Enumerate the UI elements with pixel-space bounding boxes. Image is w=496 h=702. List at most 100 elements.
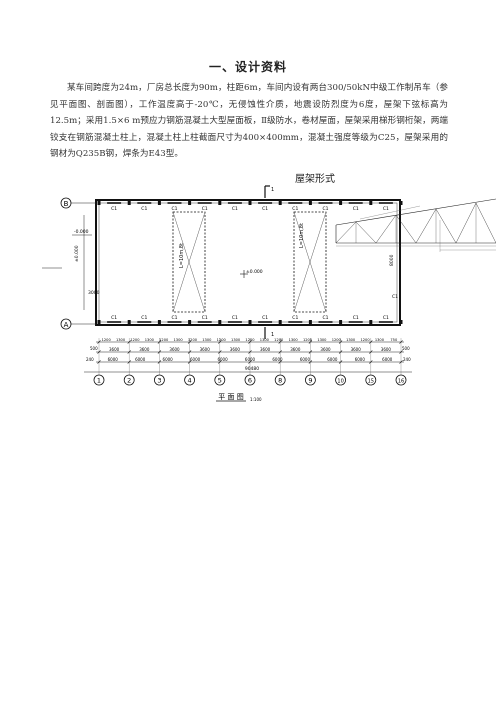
window-c1-label: C1 (111, 206, 117, 212)
dim-3600: 3600 (320, 347, 331, 352)
axis-bubble (93, 374, 105, 386)
dim-end-right: 500 (402, 346, 410, 351)
window-c1-label: C1 (383, 206, 389, 212)
dim-3600: 3600 (260, 347, 271, 352)
dim-top: 1300 (317, 338, 327, 342)
dim-top: 1300 (346, 338, 356, 342)
dim-top: 1300 (260, 338, 270, 342)
dim-6000: 6000 (327, 357, 338, 362)
section-title: 一、设计资料 (208, 60, 287, 74)
column-top (218, 201, 222, 205)
dim-3600: 3600 (290, 347, 301, 352)
dim-6000: 6000 (190, 357, 201, 362)
column-top (188, 201, 192, 205)
dim-top: 1300 (289, 338, 299, 342)
window-c1-label: C1 (232, 206, 238, 212)
dim-top: 1200 (332, 338, 342, 342)
axis-label-a: A (64, 321, 69, 329)
axis-bubble-label: 1 (97, 377, 101, 385)
dim-6000: 6000 (245, 357, 256, 362)
window-c1-label: C1 (292, 315, 298, 321)
dim-6000: 6000 (300, 357, 311, 362)
dim-top: 1300 (231, 338, 241, 342)
axis-bubble (365, 374, 377, 386)
axis-bubble-label: 8 (278, 377, 282, 385)
window-c1-label: C1 (262, 315, 268, 321)
dimension-ticks (97, 338, 403, 364)
brace-bay-1-label: L=10m,8t (179, 243, 185, 268)
axis-bubble-b (60, 197, 72, 209)
dim-top: 1200 (360, 338, 370, 342)
axis-bubble-label: 5 (218, 377, 222, 385)
axis-bubble (214, 374, 226, 386)
column-bottom (97, 320, 101, 324)
column-bottom (157, 320, 161, 324)
plan-scale: 1:100 (250, 397, 262, 402)
dim-top: 1300 (145, 338, 155, 342)
building-outline (95, 199, 401, 326)
axis-bubble-a (60, 318, 72, 330)
axis-bubble (123, 374, 135, 386)
dim-3600: 3600 (230, 347, 241, 352)
window-c1-label: C1 (262, 206, 268, 212)
axis-bubble-label: 3 (157, 377, 161, 385)
dim-6000: 6000 (108, 357, 119, 362)
dim-6000: 6000 (272, 357, 283, 362)
dim-6000: 6000 (135, 357, 146, 362)
dim-top: 1300 (202, 338, 212, 342)
dim-3600: 3600 (139, 347, 150, 352)
left-dim-label: 3000 (88, 290, 100, 296)
window-c1-label: C1 (323, 315, 329, 321)
axis-bubble (335, 374, 347, 386)
dim-top: 1200 (274, 338, 284, 342)
column-top (157, 201, 161, 205)
total-left: 240 (86, 357, 94, 362)
column-top (339, 201, 343, 205)
axis-bubble (184, 374, 196, 386)
building-inner-outline (98, 202, 398, 323)
elevation-left-label: ±0.000 (74, 245, 80, 262)
dim-end-left: 500 (90, 346, 98, 351)
design-data-paragraph: 某车间跨度为24m，厂房总长度为90m，柱距6m，车间内设有两台300/50kN… (50, 83, 448, 159)
dim-top: 1200 (130, 338, 140, 342)
window-c1-label: C1 (202, 206, 208, 212)
axis-bubble-label: 9 (308, 377, 312, 385)
window-c1-label: C1 (141, 206, 147, 212)
column-top (308, 201, 312, 205)
window-c1-label: C1 (292, 206, 298, 212)
plan-caption: 平 面 图 (218, 393, 243, 401)
column-bottom (218, 320, 222, 324)
brace-bay-2-label: L=10m,8t (299, 223, 305, 248)
dim-top: 1300 (174, 338, 184, 342)
window-c1-label: C1 (141, 315, 147, 321)
dim-6000: 6000 (355, 357, 366, 362)
dim-top: 1200 (159, 338, 169, 342)
dim-3600: 3600 (109, 347, 120, 352)
dim-top: 1200 (102, 338, 112, 342)
axis-bubble (304, 374, 316, 386)
axis-bubble-label: 10 (337, 379, 343, 385)
axis-label-b: B (64, 200, 69, 208)
axis-bubble (153, 374, 165, 386)
window-c1-label: C1 (353, 206, 359, 212)
dim-3600: 3600 (381, 347, 392, 352)
axis-bubble-label: 16 (398, 379, 404, 385)
window-c1-label: C1 (172, 315, 178, 321)
roof-truss-sketch (335, 198, 496, 252)
column-top (278, 201, 282, 205)
column-top (127, 201, 131, 205)
dim-3600: 3600 (351, 347, 362, 352)
dim-3600: 3600 (169, 347, 180, 352)
dim-3600: 3600 (200, 347, 211, 352)
column-bottom (248, 320, 252, 324)
window-c1-label: C1 (383, 315, 389, 321)
axis-bubble-label: 15 (368, 379, 374, 385)
window-c1-label: C1 (172, 206, 178, 212)
axis-bubble-label: 6 (248, 377, 252, 385)
column-top (369, 201, 373, 205)
axis-bubble (244, 374, 256, 386)
right-c1-label: C1 (392, 294, 398, 300)
